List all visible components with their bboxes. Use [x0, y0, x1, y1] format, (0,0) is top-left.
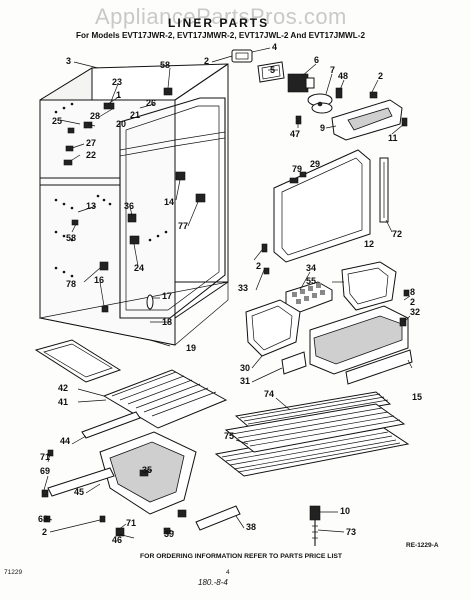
- page-number: 4: [226, 569, 230, 576]
- callout-69: 69: [40, 466, 51, 476]
- callout-74: 74: [264, 389, 275, 399]
- document-code: 71229: [4, 569, 23, 576]
- callout-1: 1: [116, 90, 122, 100]
- callout-71: 71: [40, 452, 51, 462]
- callout-46: 46: [112, 535, 123, 545]
- callout-45: 45: [74, 487, 85, 497]
- liner-cabinet: [39, 63, 229, 346]
- callout-7: 7: [330, 65, 336, 75]
- callout-10: 10: [340, 506, 351, 516]
- freezer-accessories: [245, 261, 413, 385]
- callout-44: 44: [60, 436, 71, 446]
- callout-31: 31: [240, 376, 251, 386]
- callout-68: 68: [38, 514, 49, 524]
- callout-14: 14: [164, 197, 175, 207]
- callout-30: 30: [240, 363, 251, 373]
- callout-41: 41: [58, 397, 69, 407]
- callout-2: 2: [204, 56, 210, 66]
- callout-15: 15: [412, 392, 423, 402]
- callout-2: 2: [410, 297, 416, 307]
- callout-9: 9: [320, 123, 326, 133]
- callout-33: 33: [238, 283, 249, 293]
- callout-29: 29: [310, 159, 321, 169]
- callout-39: 39: [164, 529, 175, 539]
- callout-24: 24: [134, 263, 145, 273]
- callout-58: 58: [66, 233, 77, 243]
- callout-2: 2: [42, 527, 48, 537]
- callout-35: 35: [142, 465, 153, 475]
- callout-77: 77: [178, 221, 189, 231]
- callout-28: 28: [90, 111, 101, 121]
- drawing-reference: RE-1229-A: [406, 542, 439, 549]
- callout-20: 20: [116, 119, 127, 129]
- callout-32: 32: [410, 307, 421, 317]
- callout-13: 13: [86, 201, 97, 211]
- callout-16: 16: [94, 275, 105, 285]
- callout-36: 36: [124, 201, 135, 211]
- callout-4: 4: [272, 42, 278, 52]
- callout-42: 42: [58, 383, 69, 393]
- ordering-note: FOR ORDERING INFORMATION REFER TO PARTS …: [140, 553, 343, 560]
- handwritten-note: 180.-8-4: [198, 578, 228, 587]
- callout-21: 21: [130, 110, 141, 120]
- control-housing: [261, 149, 389, 275]
- leader-lines: [43, 47, 413, 539]
- callout-22: 22: [86, 150, 97, 160]
- callout-47: 47: [290, 129, 301, 139]
- callout-18: 18: [162, 317, 173, 327]
- wire-shelves: [214, 391, 410, 477]
- callout-79: 79: [292, 164, 303, 174]
- callout-75: 75: [224, 431, 235, 441]
- shelf-support: [309, 505, 321, 546]
- callout-19: 19: [186, 343, 197, 353]
- callout-5: 5: [270, 65, 276, 75]
- callout-25: 25: [52, 116, 63, 126]
- callout-73: 73: [346, 527, 357, 537]
- callout-11: 11: [388, 133, 398, 143]
- callout-23: 23: [112, 77, 123, 87]
- callout-55: 55: [306, 276, 317, 286]
- watermark: AppliancePartsPros.com: [95, 4, 347, 29]
- callout-58: 58: [160, 60, 171, 70]
- callout-26: 26: [146, 98, 157, 108]
- callout-3: 3: [66, 56, 72, 66]
- callout-78: 78: [66, 279, 77, 289]
- callout-27: 27: [86, 138, 97, 148]
- callout-6: 6: [314, 55, 320, 65]
- callout-34: 34: [306, 263, 317, 273]
- light-housing-parts: [231, 49, 408, 141]
- callout-48: 48: [338, 71, 349, 81]
- callout-38: 38: [246, 522, 257, 532]
- callout-2: 2: [378, 71, 384, 81]
- lower-shelves: [34, 339, 241, 537]
- callout-8: 8: [410, 287, 416, 297]
- diagram-title: LINER PARTS: [168, 16, 270, 30]
- callout-71: 71: [126, 518, 137, 528]
- callout-12: 12: [364, 239, 375, 249]
- callout-2: 2: [256, 261, 262, 271]
- callout-72: 72: [392, 229, 403, 239]
- diagram-subtitle: For Models EVT17JWR-2, EVT17JMWR-2, EVT1…: [76, 31, 366, 40]
- callout-17: 17: [162, 291, 173, 301]
